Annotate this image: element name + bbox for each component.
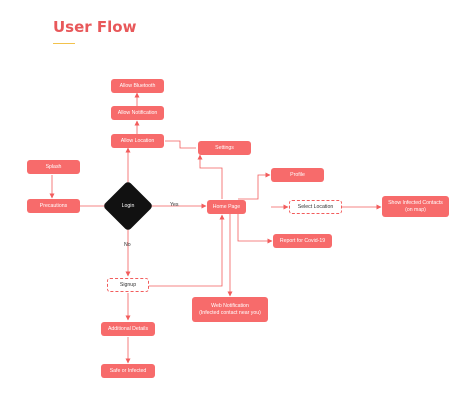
node-splash: Splash: [27, 160, 80, 174]
node-select-location: Select Location: [289, 200, 342, 214]
node-signup: Signup: [107, 278, 149, 292]
decision-login: Login: [102, 180, 154, 232]
edge-signup-home: [149, 214, 225, 287]
node-report-covid: Report for Covid-19: [273, 234, 332, 248]
node-show-infected: Show Infected Contacts (on map): [382, 196, 449, 217]
edge-label-yes: Yes: [170, 202, 179, 208]
edge-location-settings: [165, 140, 196, 149]
node-allow-notification: Allow Notification: [111, 106, 164, 120]
edge-label-no: No: [124, 242, 131, 248]
decision-login-label: Login: [121, 203, 135, 209]
node-additional-details: Additional Details: [101, 322, 155, 336]
edge-home-settings: [197, 154, 223, 199]
edge-home-profile: [238, 172, 271, 200]
node-allow-location: Allow Location: [111, 134, 164, 148]
node-web-notification: Web Notification (Infected contact near …: [192, 297, 268, 322]
page-title: User Flow: [53, 18, 137, 36]
title-underline: [53, 43, 75, 44]
node-settings: Settings: [198, 141, 251, 155]
node-precautions: Precautions: [27, 199, 80, 213]
node-allow-bluetooth: Allow Bluetooth: [111, 79, 164, 93]
edge-home-report: [237, 214, 273, 244]
node-home-page: Home Page: [207, 200, 246, 214]
node-safe-or-infected: Safe or Infected: [101, 364, 155, 378]
node-profile: Profile: [271, 168, 324, 182]
